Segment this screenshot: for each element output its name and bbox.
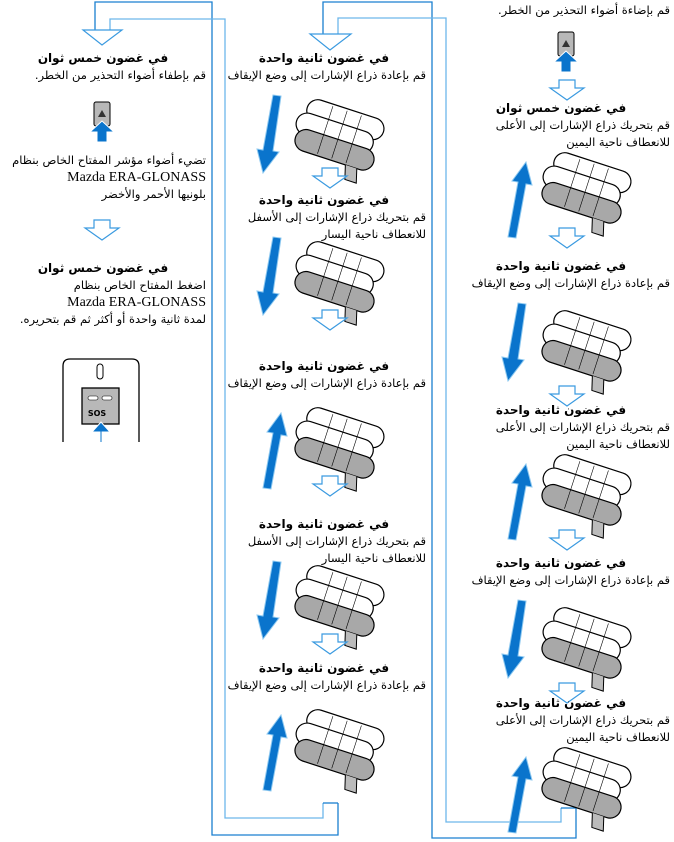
indicator-text-2: بلونيها الأحمر والأخضر: [101, 187, 206, 201]
turn-signal-lever-icon: [294, 709, 385, 794]
step-heading: في غضون خمس ثوان: [495, 101, 627, 115]
pipe-outer-middle: [94, 1, 339, 836]
lever-down-arrow-icon: [501, 302, 527, 383]
step-heading: في غضون ثانية واحدة: [495, 259, 627, 273]
step-body: قم بإطفاء أضواء التحذير من الخطر.: [34, 68, 206, 82]
step-heading: في غضون ثانية واحدة: [495, 403, 627, 417]
flow-arrow-icon: [548, 385, 586, 407]
middle-step-3: في غضون ثانية واحدة قم بإعادة ذراع الإشار…: [222, 358, 426, 392]
lever-up-arrow-icon: [507, 160, 533, 239]
indicator-text-1: تضيء أضواء مؤشر المفتاح الخاص بنظام: [12, 153, 206, 167]
turn-signal-lever-icon: [294, 407, 385, 492]
pipe-inner-middle: [109, 18, 324, 819]
step-body: قم بتحريك ذراع الإشارات إلى الأعلى للانع…: [495, 713, 670, 744]
sos-button-icon: SOS: [62, 358, 140, 442]
right-step-1: في غضون خمس ثوان قم بتحريك ذراع الإشارات …: [452, 100, 670, 151]
lever-up-arrow-icon: [507, 755, 533, 834]
step-body: قم بإعادة ذراع الإشارات إلى وضع الإيقاف: [227, 68, 426, 82]
step-body: قم بإعادة ذراع الإشارات إلى وضع الإيقاف: [227, 376, 426, 390]
indicator-brand: Mazda ERA-GLONASS: [67, 170, 206, 185]
right-step-4: في غضون ثانية واحدة قم بإعادة ذراع الإشار…: [452, 555, 670, 589]
lever-down-arrow-icon: [256, 236, 282, 317]
turn-signal-lever-icon: [541, 607, 632, 692]
turn-signal-lever-icon: [541, 152, 632, 237]
pipe-outer-right: [322, 1, 577, 839]
lever-up-arrow-icon: [507, 462, 533, 541]
flow-arrow-icon: [81, 29, 124, 46]
step-body: قم بإعادة ذراع الإشارات إلى وضع الإيقاف: [471, 276, 670, 290]
step-heading: في غضون خمس ثوان: [37, 261, 169, 275]
hazard-button-icon: [88, 101, 116, 143]
turn-signal-lever-icon: [294, 565, 385, 650]
step-body: قم بتحريك ذراع الإشارات إلى الأسفل للانع…: [247, 534, 426, 565]
pipe-inner-right: [337, 17, 562, 823]
step-body: قم بتحريك ذراع الإشارات إلى الأعلى للانع…: [495, 420, 670, 451]
lever-down-arrow-icon: [501, 599, 527, 680]
step-body: قم بتحريك ذراع الإشارات إلى الأسفل للانع…: [247, 210, 426, 241]
lever-down-arrow-icon: [256, 94, 282, 175]
step-heading: في غضون ثانية واحدة: [495, 696, 627, 710]
step-body-2: لمدة ثانية واحدة أو أكثر ثم قم بتحريره.: [19, 312, 206, 326]
step-body: قم بإعادة ذراع الإشارات إلى وضع الإيقاف: [227, 678, 426, 692]
right-step-2: في غضون ثانية واحدة قم بإعادة ذراع الإشار…: [452, 258, 670, 292]
turn-signal-lever-icon: [294, 99, 385, 184]
flow-arrow-icon: [548, 227, 586, 249]
indicator-note: تضيء أضواء مؤشر المفتاح الخاص بنظام Mazd…: [0, 152, 206, 203]
step-heading: في غضون ثانية واحدة: [258, 517, 390, 531]
lever-up-arrow-icon: [262, 411, 288, 490]
flow-arrow-icon: [311, 167, 349, 189]
middle-step-2: في غضون ثانية واحدة قم بتحريك ذراع الإشار…: [222, 192, 426, 243]
turn-signal-lever-icon: [541, 310, 632, 395]
step-body: قم بإعادة ذراع الإشارات إلى وضع الإيقاف: [471, 573, 670, 587]
middle-step-4: في غضون ثانية واحدة قم بتحريك ذراع الإشار…: [222, 516, 426, 567]
step-heading: في غضون خمس ثوان: [37, 51, 169, 65]
right-intro-text: قم بإضاءة أضواء التحذير من الخطر.: [498, 3, 670, 17]
hazard-button-icon: [552, 31, 580, 73]
flow-arrow-icon: [311, 309, 349, 331]
step-body-1: اضغط المفتاح الخاص بنظام: [73, 278, 206, 292]
step-heading: في غضون ثانية واحدة: [495, 556, 627, 570]
step-heading: في غضون ثانية واحدة: [258, 661, 390, 675]
turn-signal-lever-icon: [541, 747, 632, 832]
step-body: قم بتحريك ذراع الإشارات إلى الأعلى للانع…: [495, 118, 670, 149]
flow-arrow-icon: [308, 33, 353, 51]
right-step-5: في غضون ثانية واحدة قم بتحريك ذراع الإشار…: [452, 695, 670, 746]
lever-down-arrow-icon: [256, 560, 282, 641]
turn-signal-lever-icon: [541, 454, 632, 539]
flow-arrow-icon: [548, 79, 586, 101]
middle-step-1: في غضون ثانية واحدة قم بإعادة ذراع الإشار…: [222, 50, 426, 84]
right-step-3: في غضون ثانية واحدة قم بتحريك ذراع الإشار…: [452, 402, 670, 453]
step-heading: في غضون ثانية واحدة: [258, 359, 390, 373]
lever-up-arrow-icon: [262, 713, 288, 792]
turn-signal-lever-icon: [294, 241, 385, 326]
flow-arrow-icon: [548, 682, 586, 704]
step-brand: Mazda ERA-GLONASS: [67, 295, 206, 310]
middle-step-5: في غضون ثانية واحدة قم بإعادة ذراع الإشار…: [222, 660, 426, 694]
flow-arrow-icon: [83, 219, 121, 241]
flow-arrow-icon: [311, 633, 349, 655]
step-heading: في غضون ثانية واحدة: [258, 51, 390, 65]
left-step-2: في غضون خمس ثوان اضغط المفتاح الخاص بنظا…: [0, 260, 206, 328]
flow-arrow-icon: [311, 475, 349, 497]
step-heading: في غضون ثانية واحدة: [258, 193, 390, 207]
sos-label: SOS: [88, 409, 107, 418]
left-step-1: في غضون خمس ثوان قم بإطفاء أضواء التحذير…: [0, 50, 206, 84]
flow-arrow-icon: [548, 529, 586, 551]
